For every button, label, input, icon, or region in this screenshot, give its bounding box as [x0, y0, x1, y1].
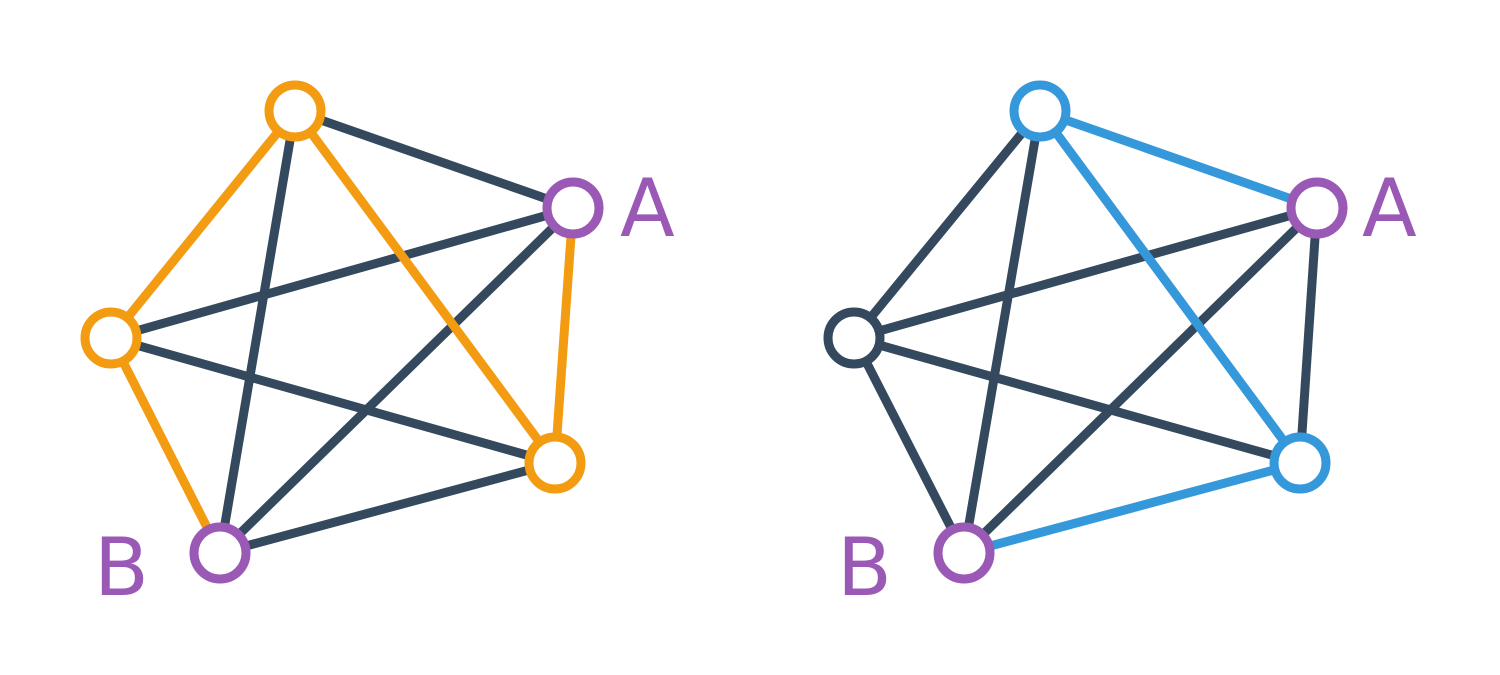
- node-B: [189, 522, 251, 584]
- edge-top-B: [959, 106, 1045, 558]
- edge-left-bottom-right: [849, 333, 1305, 468]
- edge-top-A-highlighted: [1035, 106, 1322, 213]
- edge-top-B: [215, 106, 300, 558]
- node-left: [80, 307, 142, 369]
- node-label-b: B: [94, 521, 149, 614]
- edge-top-A: [290, 106, 578, 213]
- node-left: [823, 307, 885, 369]
- edge-A-bottom-right: [1295, 203, 1322, 468]
- node-bottom-right: [524, 432, 586, 494]
- node-A: [1286, 177, 1348, 239]
- edge-top-bottom-right-highlighted: [1035, 106, 1305, 468]
- node-B: [933, 522, 995, 584]
- edge-A-left: [849, 203, 1322, 343]
- edge-A-B: [215, 203, 578, 558]
- node-label-b: B: [837, 521, 892, 614]
- edge-top-left-highlighted: [106, 106, 300, 343]
- edge-left-B-highlighted: [106, 333, 225, 558]
- node-bottom-right: [1269, 432, 1331, 494]
- edge-left-B: [849, 333, 969, 558]
- node-label-a: A: [1362, 162, 1417, 255]
- node-A: [542, 177, 604, 239]
- edge-top-bottom-right-highlighted: [290, 106, 560, 468]
- node-top: [264, 80, 326, 142]
- edge-left-bottom-right: [106, 333, 560, 468]
- edge-top-left: [849, 106, 1045, 343]
- node-top: [1009, 80, 1071, 142]
- right-graph: AB: [823, 80, 1417, 614]
- edge-A-bottom-right-highlighted: [550, 203, 578, 468]
- node-label-a: A: [620, 162, 675, 255]
- left-graph: AB: [80, 80, 675, 614]
- edge-A-B: [959, 203, 1322, 558]
- edge-bottom-right-B-highlighted: [959, 458, 1305, 558]
- edge-bottom-right-B: [215, 458, 560, 558]
- edge-A-left: [106, 203, 578, 343]
